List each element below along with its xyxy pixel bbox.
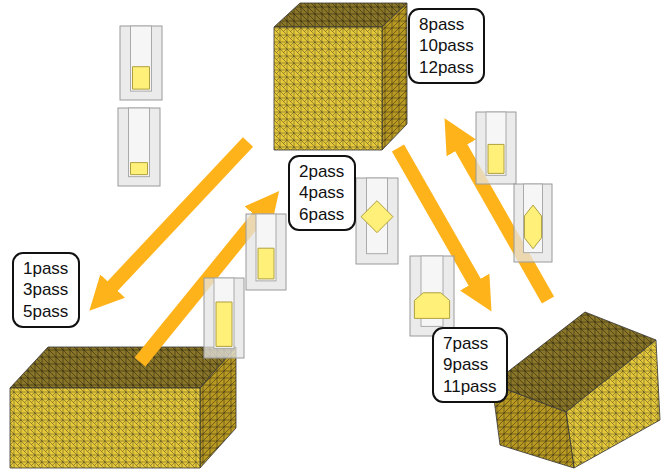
pass-label: 1pass 3pass 5pass [23,258,68,322]
pass-label: 8pass 10pass 12pass [419,14,474,78]
die [118,108,160,186]
pass-label: 7pass 9pass 11pass [443,333,497,397]
pass-label-box: 7pass 9pass 11pass [432,327,508,403]
die [514,184,552,262]
pass-label: 2pass 4pass 6pass [299,161,344,225]
meshed-flat-block [10,347,236,468]
die-sketches [118,26,552,358]
die [204,278,244,358]
die [120,26,162,100]
die [356,178,398,264]
pass-label-box: 2pass 4pass 6pass [288,155,356,231]
pass-label-box: 1pass 3pass 5pass [12,252,80,328]
meshed-tilted-block [492,312,660,468]
meshed-cube [274,3,407,150]
die [476,112,516,184]
die [410,256,454,336]
die [246,214,286,290]
pass-label-box: 8pass 10pass 12pass [408,8,485,84]
